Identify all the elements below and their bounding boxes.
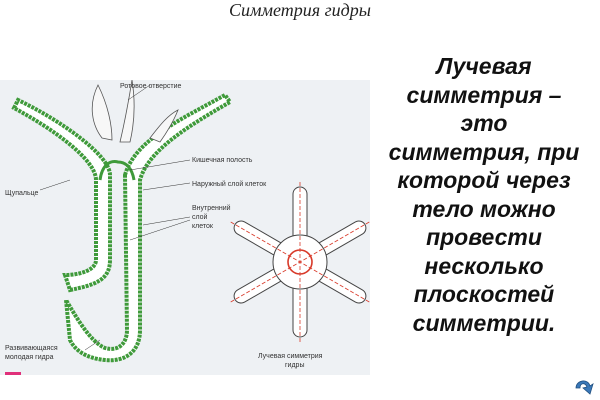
definition-line: тело можно	[412, 195, 556, 222]
label-inner-layer-2: слой	[192, 213, 208, 221]
definition-line: симметрия –	[406, 81, 562, 108]
slide-title: Симметрия гидры	[229, 0, 371, 20]
label-outer-layer: Наружный слой клеток	[192, 180, 267, 188]
hydra-diagram: Ротовое отверстие Щупальце Кишечная поло…	[5, 80, 370, 369]
definition-line: несколько	[424, 252, 544, 279]
label-radial-2: гидры	[285, 362, 304, 369]
definition-text: Лучевая симметрия – это симметрия, при к…	[368, 52, 600, 337]
label-radial-1: Лучевая симметрия	[258, 353, 323, 360]
definition-line: Лучевая	[436, 53, 532, 79]
label-inner-layer-1: Внутренний	[192, 204, 231, 212]
pink-marker	[5, 372, 21, 375]
definition-line: провести	[426, 224, 542, 250]
definition-line: симметрии.	[412, 309, 556, 336]
definition-line: это	[460, 110, 508, 136]
radial-symmetry-diagram	[230, 182, 370, 342]
label-bud-1: Развивающаяся	[5, 345, 58, 352]
definition-line: которой через	[397, 167, 571, 193]
label-bud-2: молодая гидра	[5, 354, 54, 361]
return-arrow-icon[interactable]	[570, 374, 596, 398]
definition-line: плоскостей	[413, 281, 555, 307]
hydra-body	[11, 92, 233, 363]
label-tentacle: Щупальце	[5, 190, 39, 197]
hydra-mouth-tentacles	[91, 80, 179, 143]
label-inner-layer-3: клеток	[192, 223, 214, 230]
label-leaders	[39, 84, 191, 351]
definition-line: симметрия, при	[388, 138, 580, 165]
label-mouth: Ротовое отверстие	[120, 83, 181, 90]
label-gut: Кишечная полость	[192, 157, 253, 164]
